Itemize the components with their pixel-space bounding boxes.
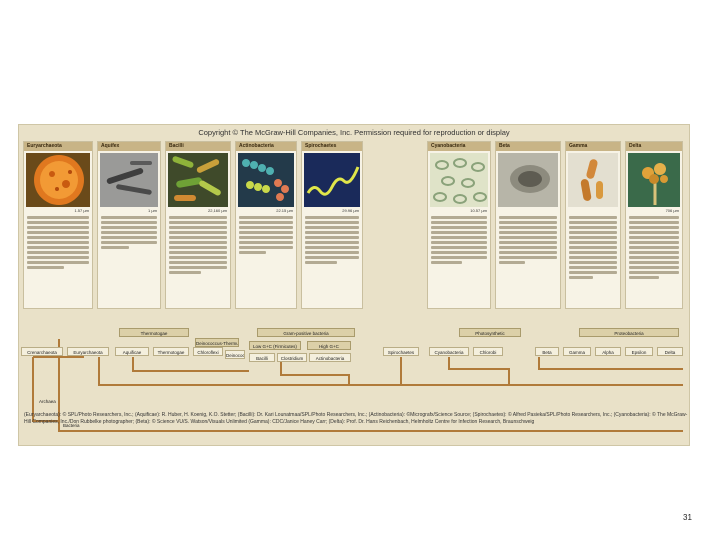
group-low-gc: Low G+C (Firmicutes) [249,341,301,350]
card-gamma: Gamma [565,141,621,309]
card-scale: 706 µm [665,208,679,213]
leaf-bacilli: Bacilli [249,353,275,362]
card-actinobacteria: Actinobacteria 22.15 µm [235,141,297,309]
bacilli-image [168,153,228,207]
group-high-gc: High G+C [307,341,351,350]
card-description [169,214,227,306]
bacteria-label: Bacteria [63,423,80,428]
spirochaetes-image [304,153,360,207]
card-label: Cyanobacteria [428,142,490,151]
leaf-actinobacteria: Actinobacteria [309,353,351,362]
card-description [629,214,679,306]
card-label: Spirochaetes [302,142,362,151]
group-thermotogae: Thermotogae [119,328,189,337]
card-delta: Delta 706 µm [625,141,683,309]
card-scale: 10.57 µm [470,208,487,213]
leaf-crenarchaeota: Crenarchaeota [21,347,63,356]
euryarchaeota-image [26,153,90,207]
card-scale: 1.57 µm [74,208,89,213]
group-gram-positive: Gram-positive bacteria [257,328,355,337]
card-bacilli: Bacilli 22,160 µm [165,141,231,309]
card-label: Actinobacteria [236,142,296,151]
tree-lines [32,339,683,432]
leaf-beta: Beta [535,347,559,356]
phylogeny-figure: Copyright © The McGraw-Hill Companies, I… [18,124,690,446]
card-description [499,214,557,306]
card-label: Gamma [566,142,620,151]
group-proteobacteria: Proteobacteria [579,328,679,337]
leaf-alpha: Alpha [595,347,621,356]
leaf-clostridium: Clostridium [277,353,307,362]
card-scale: 22,160 µm [208,208,227,213]
leaf-deinococcus-thermus: Deinococcus-Thermus [225,350,245,359]
leaf-gamma: Gamma [563,347,591,356]
card-cyanobacteria: Cyanobacteria 10.57 µm [427,141,491,309]
copyright-notice: Copyright © The McGraw-Hill Companies, I… [198,128,510,137]
card-label: Delta [626,142,682,151]
beta-image [498,153,558,207]
card-description [101,214,157,306]
leaf-thermotogae: Thermotogae [153,347,189,356]
card-spirochaetes: Spirochaetes 29.96 µm [301,141,363,309]
card-aquifex: Aquifex 1 µm [97,141,161,309]
card-description [431,214,487,306]
gamma-image [568,153,618,207]
card-description [305,214,359,306]
page-number: 31 [683,513,692,522]
card-label: Beta [496,142,560,151]
leaf-chlorobi: Chlorobi [473,347,503,356]
cyanobacteria-image [430,153,488,207]
card-euryarchaeota: Euryarchaeota 1.57 µm [23,141,93,309]
card-description [239,214,293,306]
card-scale: 22.15 µm [276,208,293,213]
delta-image [628,153,680,207]
actinobacteria-image [238,153,294,207]
card-scale: 1 µm [148,208,157,213]
group-deinococcus-thermus: Deinococcus-Thermus [195,338,239,347]
leaf-chloroflexi: Chloroflexi [193,347,223,356]
card-description [27,214,89,306]
aquifex-image [100,153,158,207]
leaf-spirochaetes: Spirochaetes [383,347,419,356]
card-label: Bacilli [166,142,230,151]
archaea-label: Archaea [39,399,56,404]
card-description [569,214,617,306]
leaf-epsilon: Epsilon [625,347,653,356]
card-label: Aquifex [98,142,160,151]
leaf-aquificae: Aquificae [115,347,149,356]
card-beta: Beta [495,141,561,309]
leaf-euryarchaeota: Euryarchaeota [67,347,109,356]
card-scale: 29.96 µm [342,208,359,213]
group-photosynthetic: Photosynthetic [459,328,521,337]
phylogenetic-tree: Thermotogae Gram-positive bacteria Photo… [19,325,689,435]
card-label: Euryarchaeota [24,142,92,151]
leaf-delta: Delta [657,347,683,356]
photo-credits: (Euryarchaeota): © SPL/Photo Researchers… [24,412,688,425]
leaf-cyanobacteria: Cyanobacteria [429,347,469,356]
